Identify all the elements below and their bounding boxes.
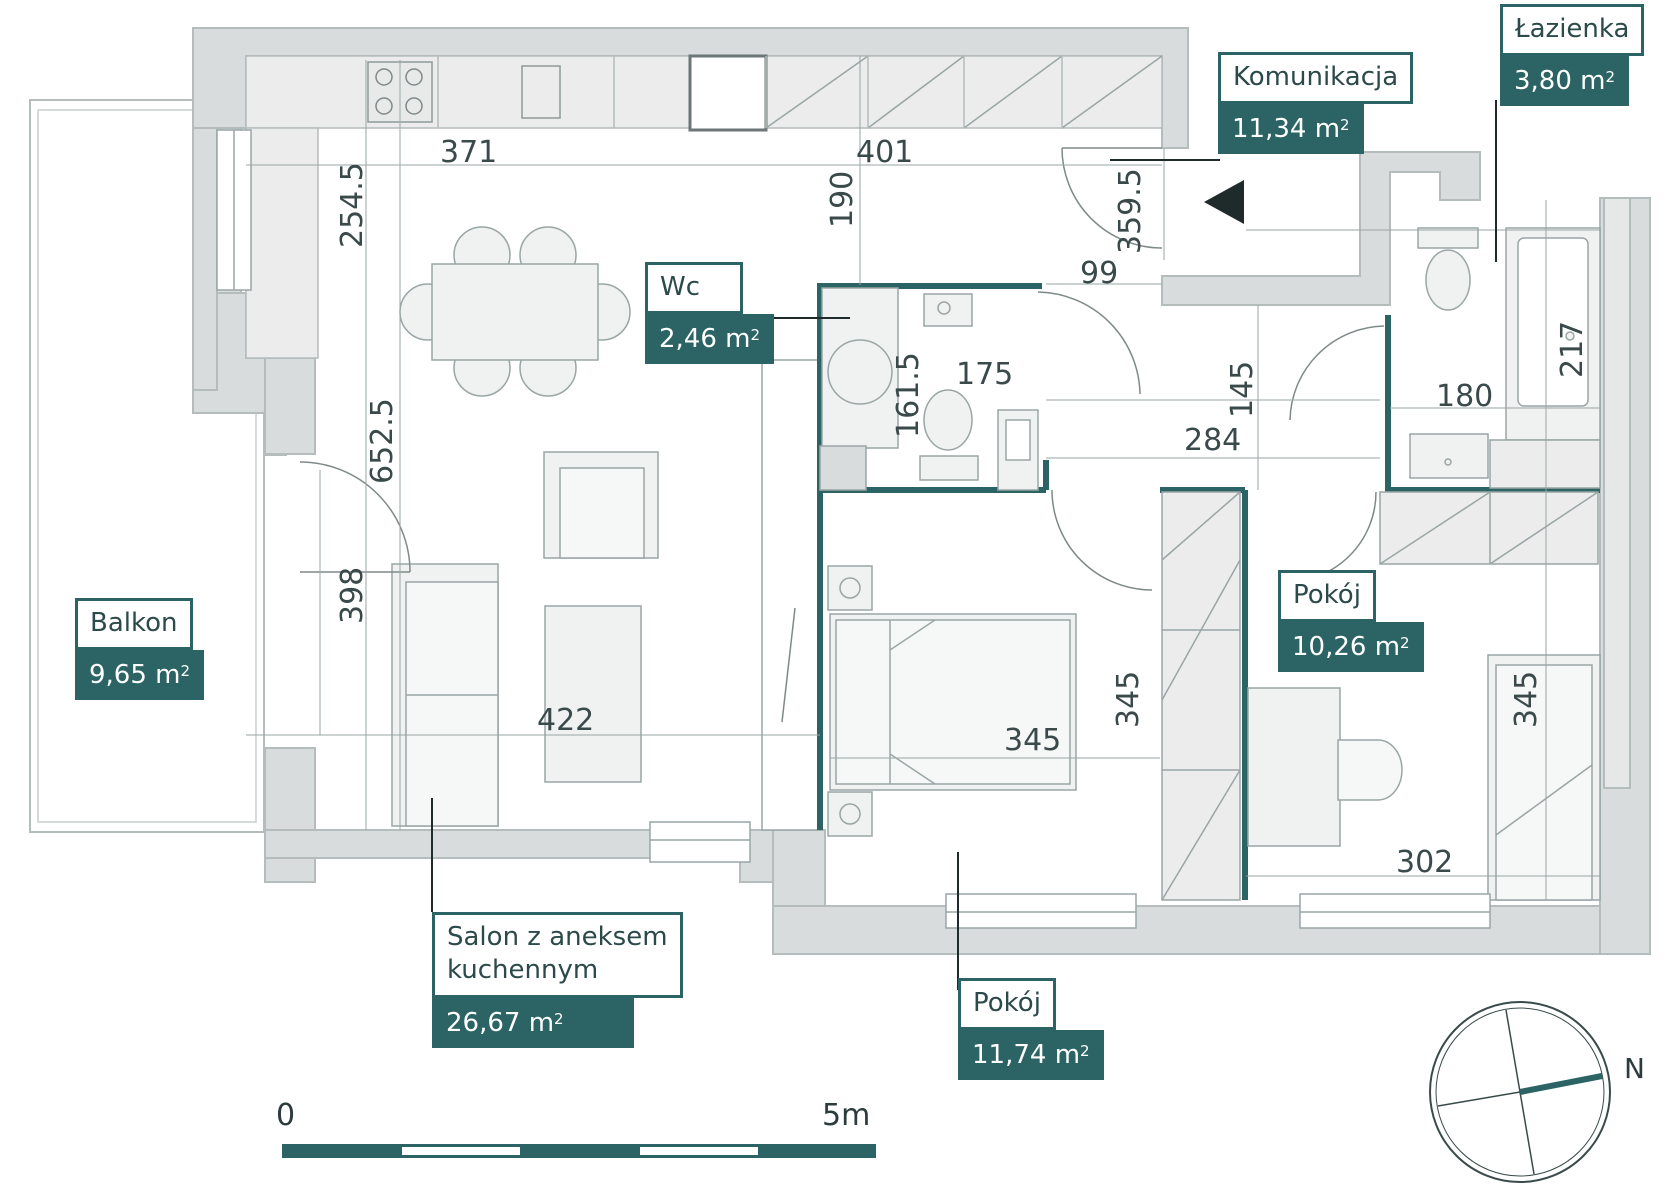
room-name: Łazienka: [1500, 4, 1645, 56]
dim-401: 401: [856, 135, 913, 170]
bathroom-fixtures: [1409, 227, 1601, 489]
room-name: Komunikacja: [1218, 52, 1414, 104]
dim-217: 217: [1555, 321, 1590, 378]
dim-180: 180: [1436, 379, 1493, 414]
wc-fixtures: [819, 287, 1039, 491]
dining-table: [399, 226, 631, 397]
dim-145: 145: [1225, 361, 1260, 418]
dim-302: 302: [1396, 845, 1453, 880]
wardrobes: [1161, 491, 1599, 901]
room-label-lazienka: Łazienka 3,80 m2: [1500, 4, 1645, 106]
room-name: Wc: [645, 262, 744, 314]
dim-371: 371: [440, 135, 497, 170]
dim-284: 284: [1184, 423, 1241, 458]
room-area: 11,34 m2: [1218, 104, 1364, 154]
living-furniture: [391, 359, 823, 831]
room-area: 26,67 m2: [432, 998, 634, 1048]
dim-652-5: 652.5: [365, 398, 400, 484]
scale-start-label: 0: [276, 1098, 296, 1133]
dim-398: 398: [335, 567, 370, 624]
dimension-lines: [246, 56, 1600, 900]
dim-190: 190: [825, 171, 860, 228]
bedroom-middle-furniture: [827, 565, 1077, 837]
dim-422: 422: [537, 703, 594, 738]
scale-bar: [282, 1144, 876, 1158]
compass-icon: [1429, 1001, 1611, 1183]
dim-161-5: 161.5: [891, 352, 926, 438]
dim-254-5: 254.5: [335, 162, 370, 248]
room-area: 9,65 m2: [75, 650, 205, 700]
window-left: [216, 129, 252, 291]
room-area: 11,74 m2: [958, 1030, 1104, 1080]
dim-99: 99: [1080, 256, 1118, 291]
room-area: 3,80 m2: [1500, 56, 1630, 106]
room-area: 2,46 m2: [645, 314, 775, 364]
room-label-pokoj-middle: Pokój 11,74 m2: [958, 978, 1104, 1080]
interior-walls: [817, 283, 1600, 900]
bedroom-right-furniture: [1247, 654, 1601, 901]
leader-lines: [431, 100, 1497, 990]
room-label-balkon: Balkon 9,65 m2: [75, 598, 205, 700]
scale-end-label: 5m: [822, 1098, 871, 1133]
windows-bottom: [649, 821, 1491, 929]
north-label: N: [1624, 1052, 1645, 1085]
dim-345-vertical: 345: [1111, 671, 1146, 728]
room-label-pokoj-right: Pokój 10,26 m2: [1278, 570, 1424, 672]
room-name-line2: kuchennym: [447, 955, 599, 985]
dimension-texts: 371 401 99 175 284 180 422 345 302 254.5…: [335, 135, 1590, 880]
dim-359-5: 359.5: [1113, 168, 1148, 254]
dim-175: 175: [956, 357, 1013, 392]
room-label-komunikacja: Komunikacja 11,34 m2: [1218, 52, 1414, 154]
dim-345-right: 345: [1509, 671, 1544, 728]
room-name: Pokój: [1278, 570, 1376, 622]
room-name: Balkon: [75, 598, 193, 650]
room-label-wc: Wc 2,46 m2: [645, 262, 775, 364]
kitchen-counter: [245, 54, 1163, 359]
room-area: 10,26 m2: [1278, 622, 1424, 672]
room-label-salon: Salon z aneksem kuchennym 26,67 m2: [432, 912, 683, 1048]
room-name-line1: Salon z aneksem: [447, 922, 668, 952]
dim-345-bed: 345: [1004, 723, 1061, 758]
entrance-arrow: [1204, 180, 1244, 224]
room-name: Salon z aneksem kuchennym: [432, 912, 683, 998]
room-name: Pokój: [958, 978, 1056, 1030]
